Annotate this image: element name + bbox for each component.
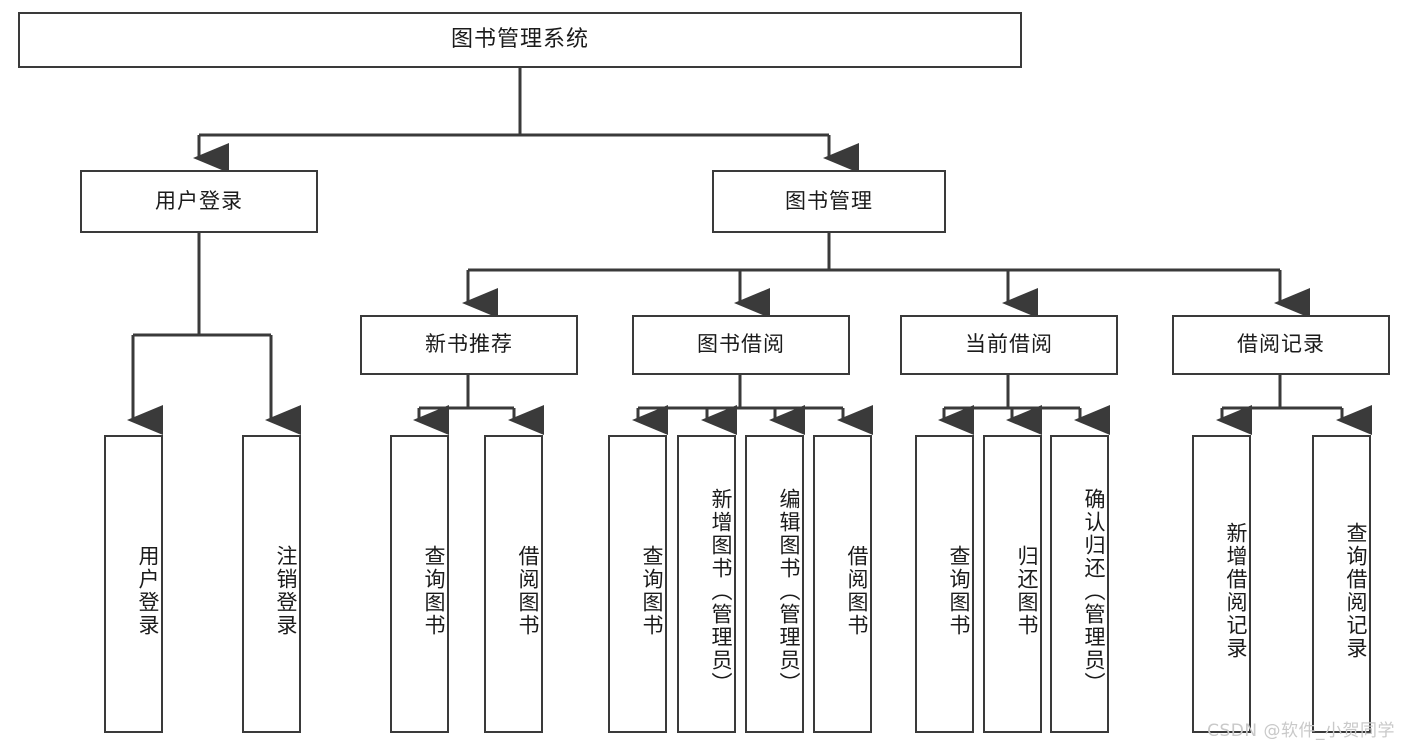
node-label: 新增图书（管理员） xyxy=(709,487,733,695)
leaf-current-confirm-return-admin[interactable]: 确认归还（管理员） xyxy=(1050,435,1109,733)
leaf-current-return-book[interactable]: 归还图书 xyxy=(983,435,1042,733)
leaf-recommend-query-book[interactable]: 查询图书 xyxy=(390,435,449,733)
leaf-borrow-edit-book-admin[interactable]: 编辑图书（管理员） xyxy=(745,435,804,733)
leaf-user-login-logout[interactable]: 注销登录 xyxy=(242,435,301,733)
leaf-record-add-record[interactable]: 新增借阅记录 xyxy=(1192,435,1251,733)
node-label: 借阅记录 xyxy=(1237,332,1325,357)
node-label: 注销登录 xyxy=(274,545,298,637)
node-label: 图书借阅 xyxy=(697,332,785,357)
node-current-borrow[interactable]: 当前借阅 xyxy=(900,315,1118,375)
node-label: 归还图书 xyxy=(1015,545,1039,637)
node-book-borrow[interactable]: 图书借阅 xyxy=(632,315,850,375)
node-new-book-recommend[interactable]: 新书推荐 xyxy=(360,315,578,375)
leaf-current-query-book[interactable]: 查询图书 xyxy=(915,435,974,733)
leaf-borrow-borrow-book[interactable]: 借阅图书 xyxy=(813,435,872,733)
node-label: 图书管理 xyxy=(785,188,873,213)
node-label: 编辑图书（管理员） xyxy=(777,487,801,695)
leaf-user-login-login[interactable]: 用户登录 xyxy=(104,435,163,733)
leaf-borrow-query-book[interactable]: 查询图书 xyxy=(608,435,667,733)
node-label: 查询图书 xyxy=(640,545,664,637)
node-label: 查询借阅记录 xyxy=(1344,522,1368,660)
node-root-system[interactable]: 图书管理系统 xyxy=(18,12,1022,68)
node-label: 确认归还（管理员） xyxy=(1082,487,1106,695)
leaf-record-query-record[interactable]: 查询借阅记录 xyxy=(1312,435,1371,733)
node-label: 查询图书 xyxy=(422,545,446,637)
node-label: 图书管理系统 xyxy=(450,26,589,52)
node-label: 借阅图书 xyxy=(845,545,869,637)
leaf-borrow-add-book-admin[interactable]: 新增图书（管理员） xyxy=(677,435,736,733)
node-label: 当前借阅 xyxy=(965,332,1053,357)
node-label: 查询图书 xyxy=(947,545,971,637)
node-label: 用户登录 xyxy=(136,545,160,637)
node-label: 新增借阅记录 xyxy=(1224,522,1248,660)
node-label: 借阅图书 xyxy=(516,545,540,637)
node-borrow-record[interactable]: 借阅记录 xyxy=(1172,315,1390,375)
leaf-recommend-borrow-book[interactable]: 借阅图书 xyxy=(484,435,543,733)
watermark-text: CSDN @软件_小贺同学 xyxy=(1207,721,1395,741)
node-label: 用户登录 xyxy=(155,188,243,213)
node-book-management[interactable]: 图书管理 xyxy=(712,170,946,233)
node-user-login[interactable]: 用户登录 xyxy=(80,170,318,233)
node-label: 新书推荐 xyxy=(425,332,513,357)
